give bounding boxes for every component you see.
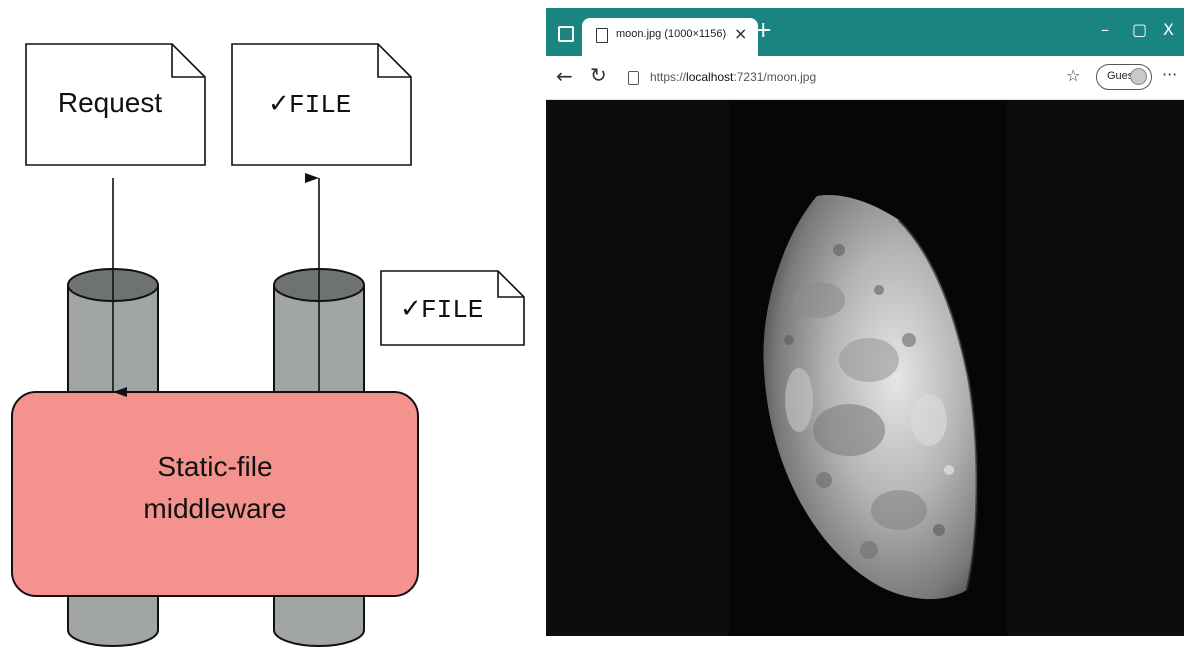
address-prefix: https://: [650, 70, 686, 84]
plus-icon[interactable]: +: [754, 18, 772, 43]
file-check-mark: ✓: [268, 89, 290, 119]
favorites-star-icon[interactable]: ☆: [1066, 66, 1080, 85]
request-document: Request: [26, 44, 205, 165]
refresh-icon[interactable]: ↻: [590, 63, 607, 87]
address-bar[interactable]: https://localhost:7231/moon.jpg: [650, 70, 816, 84]
request-label: Request: [58, 87, 163, 118]
moon-photo: [729, 100, 1007, 636]
side-file-document: ✓ FILE: [381, 271, 524, 345]
avatar-icon: [1130, 68, 1147, 85]
page-viewport: [546, 100, 1184, 636]
more-icon[interactable]: ···: [1162, 65, 1177, 84]
file-label: FILE: [289, 90, 351, 120]
moon-image: [729, 100, 1007, 636]
maximize-button[interactable]: ▢: [1132, 20, 1147, 39]
file-response-document: ✓ FILE: [232, 44, 411, 165]
tab-moon-jpg[interactable]: moon.jpg (1000×1156) ×: [582, 18, 758, 56]
title-bar: moon.jpg (1000×1156) × + – ▢ X: [546, 8, 1184, 56]
side-file-check-mark: ✓: [400, 294, 422, 324]
navigation-toolbar: ← ↻ https://localhost:7231/moon.jpg ☆ Gu…: [546, 56, 1184, 100]
side-file-label: FILE: [421, 295, 483, 325]
middleware-label-line1: Static-file: [157, 451, 272, 482]
minimize-button[interactable]: –: [1101, 20, 1109, 39]
address-path: :7231/moon.jpg: [733, 70, 816, 84]
static-file-middleware-diagram: Static-file middleware Request ✓ FILE ✓ …: [0, 0, 540, 647]
back-arrow-icon[interactable]: ←: [556, 64, 573, 88]
close-icon[interactable]: ×: [734, 24, 747, 43]
address-host: localhost: [686, 70, 733, 84]
middleware-label-line2: middleware: [143, 493, 286, 524]
tab-title: moon.jpg (1000×1156): [616, 28, 726, 40]
lock-icon[interactable]: [628, 71, 639, 85]
tab-actions-icon[interactable]: [558, 26, 574, 42]
profile-button[interactable]: Guest: [1096, 64, 1152, 90]
window-close-button[interactable]: X: [1163, 20, 1174, 39]
static-file-middleware-box: Static-file middleware: [12, 392, 418, 596]
page-icon: [596, 28, 608, 43]
browser-window: moon.jpg (1000×1156) × + – ▢ X ← ↻ https…: [546, 8, 1184, 636]
